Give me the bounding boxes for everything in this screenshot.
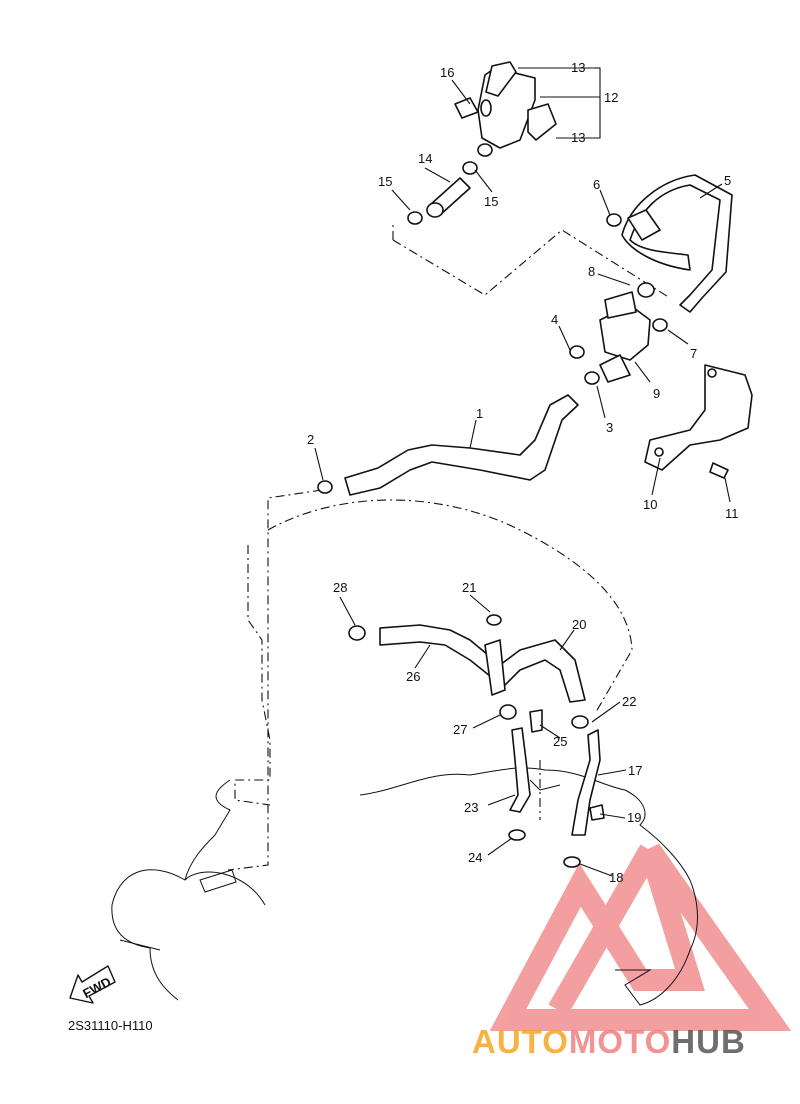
air-hose-1 [317,394,579,496]
callout-21: 21 [462,580,476,595]
callout-16: 16 [440,65,454,80]
callout-15b: 15 [484,194,498,209]
callout-22: 22 [622,694,636,709]
air-hose-5 [606,174,733,313]
air-pipe-17 [563,715,605,868]
small-hose [407,161,478,225]
callout-1: 1 [476,406,483,421]
watermark-part3: HUB [671,1023,746,1060]
callout-26: 26 [406,669,420,684]
svg-text:AUTOMOTOHUB: AUTOMOTOHUB [472,1023,746,1060]
callout-13b: 13 [571,130,585,145]
callout-6: 6 [593,177,600,192]
callout-4: 4 [551,312,558,327]
callout-11: 11 [725,506,739,521]
air-hose-20 [348,614,586,703]
callout-24: 24 [468,850,482,865]
callout-10: 10 [643,497,657,512]
callout-13a: 13 [571,60,585,75]
callout-20: 20 [572,617,586,632]
callout-19: 19 [627,810,641,825]
watermark-text: AUTOMOTOHUB [472,1023,746,1060]
callout-12: 12 [604,90,618,105]
callouts: 1 2 3 4 5 6 7 8 9 10 11 12 13 13 14 15 1… [307,60,739,885]
bracket [644,364,753,479]
callout-25: 25 [553,734,567,749]
air-cut-valve [569,282,668,385]
callout-14: 14 [418,151,432,166]
drawing-code: 2S31110-H110 [68,1018,153,1033]
callout-28: 28 [333,580,347,595]
callout-2: 2 [307,432,314,447]
callout-5: 5 [724,173,731,188]
assembly-outline [227,222,671,871]
callout-7: 7 [690,346,697,361]
callout-18: 18 [609,870,623,885]
callout-8: 8 [588,264,595,279]
leader-lines [314,67,731,877]
air-pipe-23 [499,704,543,841]
watermark-part2: MOTO [569,1023,671,1060]
callout-9: 9 [653,386,660,401]
callout-17: 17 [628,763,642,778]
cylinder-head-outline [359,767,698,1006]
callout-23: 23 [464,800,478,815]
watermark-logo [489,843,792,1031]
engine-outline [111,779,266,1001]
callout-3: 3 [606,420,613,435]
fwd-arrow-icon: FWD [69,965,116,1004]
fwd-label: FWD [80,974,113,1001]
callout-27: 27 [453,722,467,737]
watermark-part1: AUTO [472,1023,569,1060]
reed-valve-cover [454,61,557,157]
callout-15a: 15 [378,174,392,189]
